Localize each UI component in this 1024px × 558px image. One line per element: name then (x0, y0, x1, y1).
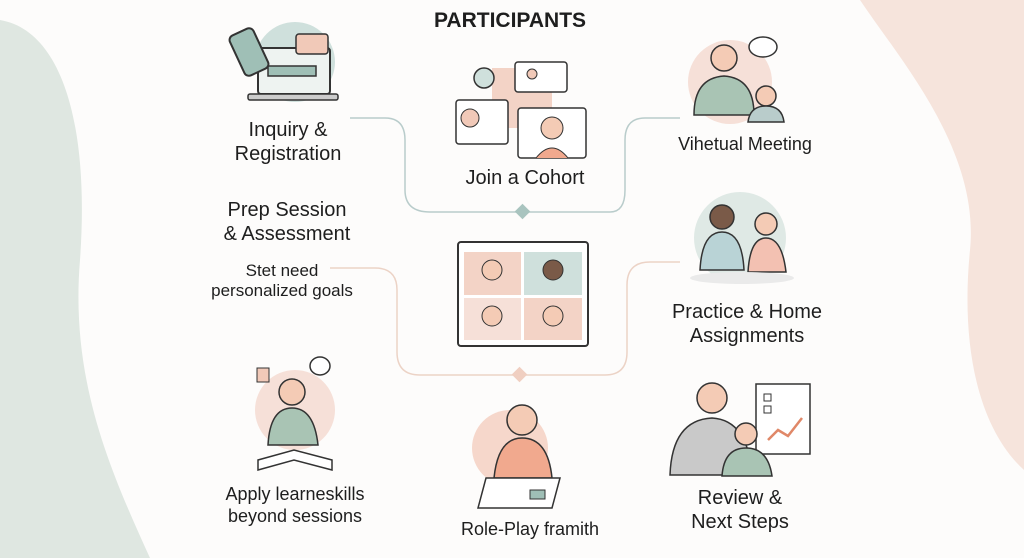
parent-child-meeting-icon (688, 36, 785, 124)
phone-laptop-icon (228, 22, 339, 102)
step-label-line: Prep Session (227, 199, 347, 221)
step-label-line: Apply learneskills (225, 484, 365, 504)
step-prep-session: Prep Session& Assessment (224, 198, 351, 246)
step-label-line: Registration (234, 143, 342, 165)
step-review-next: Review &Next Steps (691, 486, 789, 534)
step-label-line: beyond sessions (227, 505, 363, 526)
connector-top (350, 117, 680, 213)
connector-diamond-bottom (511, 366, 528, 383)
connector-diamond-top (514, 203, 531, 220)
green-background-blob (0, 20, 150, 558)
step-label-line: Stet need (245, 261, 319, 280)
step-label-line: Review & (697, 487, 783, 509)
chat-cohort-icon (455, 61, 587, 159)
step-label-line: personalized goals (211, 281, 353, 301)
page-title: PARTICIPANTS (433, 9, 587, 32)
step-role-play: Role-Play framith (460, 519, 600, 539)
step-label-line: Practice & Home (671, 301, 823, 323)
step-label-line: Inquiry & (248, 119, 328, 141)
step-label-line: Assignments (689, 325, 805, 347)
step-virtual-meeting: Vihetual Meeting (678, 134, 812, 154)
child-reading-book-icon (255, 356, 335, 471)
step-label-line: & Assessment (223, 223, 351, 245)
children-practicing-icon (690, 192, 794, 284)
review-chart-icon (669, 382, 811, 477)
child-writing-icon (472, 404, 561, 509)
step-label-line: Next Steps (691, 511, 789, 533)
step-inquiry-registration: Inquiry &Registration (235, 118, 342, 166)
pink-background-blob (860, 0, 1024, 470)
video-call-grid-icon (457, 241, 589, 347)
step-join-cohort: Join a Cohort (465, 167, 585, 189)
